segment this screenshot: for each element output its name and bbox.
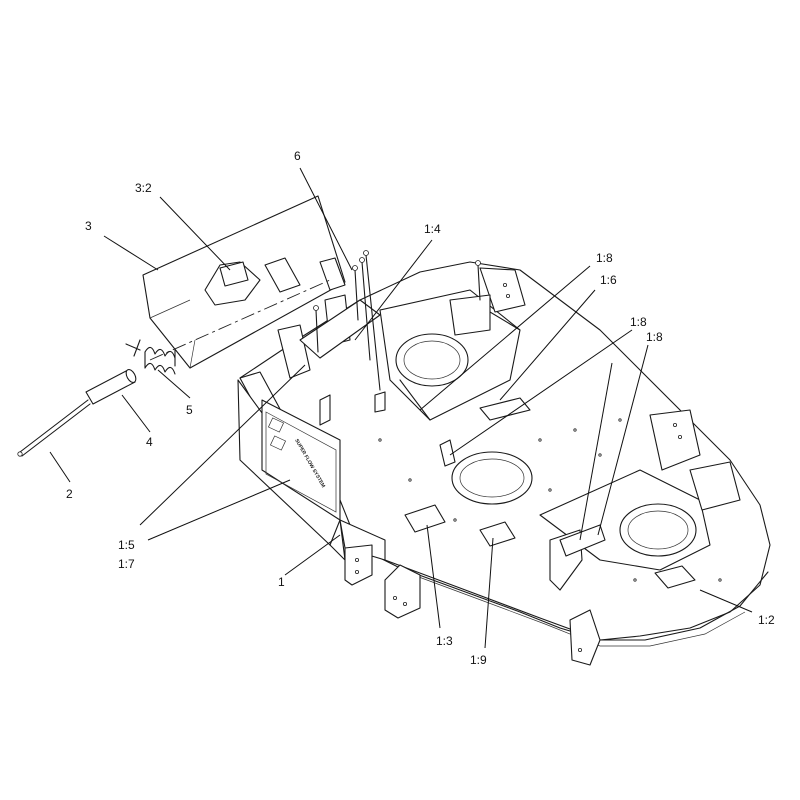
callout-1: 1 [278, 575, 285, 589]
decal-1-2 [654, 565, 696, 589]
decal-1-9 [479, 521, 516, 547]
callout-6: 6 [294, 149, 301, 163]
callout-4: 4 [146, 435, 153, 449]
bolt-group [313, 250, 481, 426]
discharge-deflector [142, 195, 346, 369]
callout-1-6: 1:6 [600, 273, 617, 287]
spacer-tube [85, 368, 137, 405]
decal-1-3 [404, 504, 446, 533]
callout-1-5: 1:5 [118, 538, 135, 552]
callout-1-3: 1:3 [436, 634, 453, 648]
callout-1-8b: 1:8 [630, 315, 647, 329]
decal-1-6 [479, 397, 531, 421]
callout-labels: 6 3:2 3 1:4 1:8 1:6 1:8 1:8 5 4 2 1:5 1:… [66, 149, 775, 667]
leader-lines [49, 167, 753, 649]
decal-1-8 [439, 439, 456, 467]
callout-1-8c: 1:8 [646, 330, 663, 344]
callout-1-7: 1:7 [118, 557, 135, 571]
mower-deck-body: SUPER FLOW SYSTEM [237, 261, 771, 666]
hinge-rod [17, 399, 91, 457]
callout-1-8a: 1:8 [596, 251, 613, 265]
hinge-rod-assembly [17, 279, 331, 457]
callout-1-9: 1:9 [470, 653, 487, 667]
spindle-housing-center [451, 451, 533, 505]
callout-1-2: 1:2 [758, 613, 775, 627]
callout-2: 2 [66, 487, 73, 501]
torsion-spring [125, 339, 176, 375]
callout-1-4: 1:4 [424, 222, 441, 236]
callout-3: 3 [85, 219, 92, 233]
deflector-decal-3-2 [219, 261, 249, 287]
callout-5: 5 [186, 403, 193, 417]
callout-3-2: 3:2 [135, 181, 152, 195]
spindle-housing-left [379, 289, 521, 421]
